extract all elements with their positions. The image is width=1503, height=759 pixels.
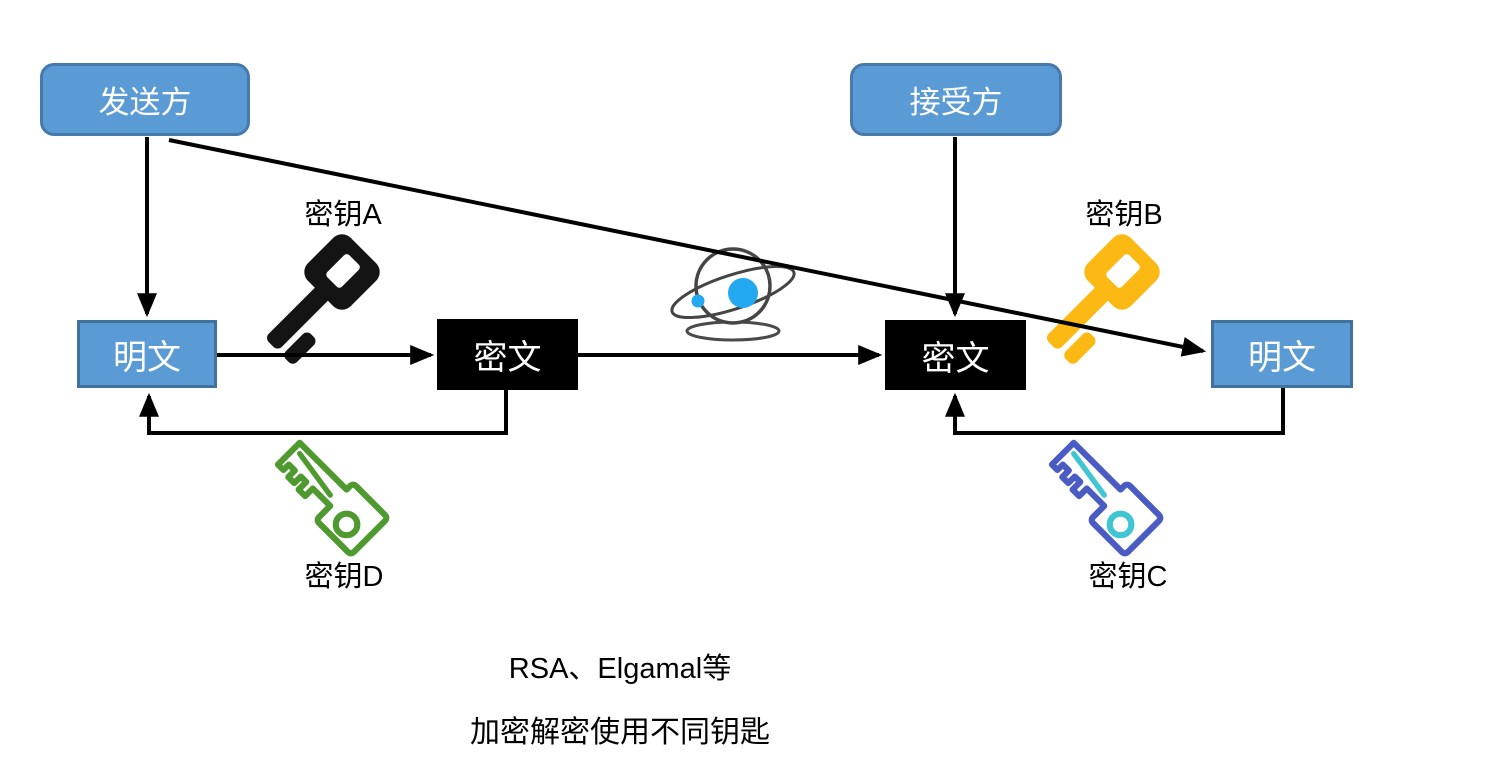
key-c-label: 密钥C xyxy=(1088,561,1168,593)
caption-algorithms: RSA、Elgamal等 xyxy=(508,653,732,685)
node-ciphertext-left-label: 密文 xyxy=(473,339,542,377)
node-sender: 发送方 xyxy=(40,63,250,136)
key-d-icon xyxy=(274,439,390,557)
node-plaintext-right: 明文 xyxy=(1211,320,1353,388)
key-a-icon xyxy=(248,229,386,367)
key-b-label: 密钥B xyxy=(1085,199,1163,231)
node-plaintext-right-label: 明文 xyxy=(1248,338,1316,377)
node-receiver-label: 接受方 xyxy=(909,85,1003,120)
arrow-decrypt-feedback-right xyxy=(945,388,1285,435)
node-plaintext-left-label: 明文 xyxy=(113,338,181,377)
arrow-decrypt-feedback-left xyxy=(139,390,508,435)
key-d-label: 密钥D xyxy=(304,561,384,593)
arrow-sender-to-plaintext-right-diagonal xyxy=(168,138,1207,357)
key-b-icon xyxy=(1028,229,1166,367)
node-ciphertext-right-label: 密文 xyxy=(921,339,990,378)
node-sender-label: 发送方 xyxy=(98,85,192,120)
node-ciphertext-right: 密文 xyxy=(885,320,1026,390)
key-c-icon xyxy=(1048,439,1164,557)
caption-description: 加密解密使用不同钥匙 xyxy=(470,716,770,749)
node-receiver: 接受方 xyxy=(850,63,1062,136)
key-a-label: 密钥A xyxy=(304,199,382,231)
node-plaintext-left: 明文 xyxy=(77,320,217,388)
node-ciphertext-left: 密文 xyxy=(437,319,578,390)
network-globe-icon xyxy=(670,247,796,342)
